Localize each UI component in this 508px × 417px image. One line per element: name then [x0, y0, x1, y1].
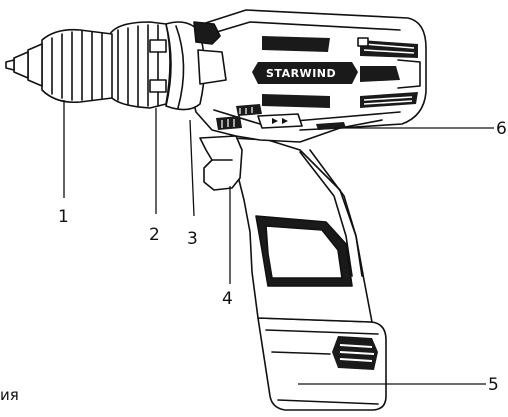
caption-fragment: ия	[0, 386, 19, 404]
torque-collar	[109, 21, 171, 109]
brand-logo: STARWIND	[266, 67, 336, 80]
handle-grip	[231, 137, 373, 323]
battery-pack	[257, 317, 387, 411]
trigger	[199, 135, 243, 191]
callout-6: 6	[496, 119, 507, 139]
callout-4: 4	[222, 289, 233, 309]
callout-3: 3	[187, 229, 198, 249]
keyless-chuck	[5, 28, 113, 104]
direction-switch	[216, 104, 346, 130]
callout-1: 1	[58, 207, 69, 227]
callout-2: 2	[149, 225, 160, 245]
vent-slots	[262, 36, 418, 108]
leader-lines	[63, 100, 494, 385]
callout-5: 5	[488, 375, 499, 395]
gear-selector	[165, 21, 227, 111]
